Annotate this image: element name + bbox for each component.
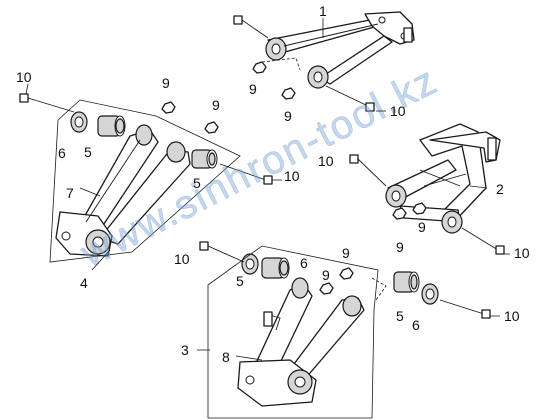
callout-10-top-right: 10	[390, 103, 406, 119]
callout-10-right-upper: 10	[318, 153, 334, 169]
callout-5-lower-left: 5	[236, 273, 244, 289]
callout-10-lower-left: 10	[174, 251, 190, 267]
callout-10-lower-right: 10	[504, 308, 520, 324]
callout-7: 7	[66, 185, 74, 201]
upper-arm-part-1	[265, 11, 415, 89]
callout-3: 3	[181, 342, 189, 358]
bolt-part-10-lower-left	[199, 241, 245, 263]
bolt-part-10-lower-right	[439, 299, 491, 319]
callout-2: 2	[496, 181, 504, 197]
callout-4: 4	[80, 275, 88, 291]
washer-part-6-left	[70, 111, 88, 133]
nut-part-9-right	[392, 202, 427, 220]
bushing-part-5-left-lower	[191, 149, 218, 169]
left-arm-part-7	[55, 124, 191, 257]
bolt-part-10-right-upper	[349, 154, 387, 187]
callout-9-lower-a: 9	[322, 267, 330, 283]
callout-10-left: 10	[16, 69, 32, 85]
callout-1: 1	[319, 3, 327, 19]
callout-labels: 1 2 3 4 5 5 5 5 6 6 6 7 8 9 9 9 9 9 9 9 …	[16, 3, 530, 365]
bolt-part-10-top	[233, 15, 269, 39]
callout-8: 8	[222, 349, 230, 365]
callout-9-top-b: 9	[284, 108, 292, 124]
callout-9-left-a: 9	[162, 75, 170, 91]
bolt-part-10-top-right	[325, 85, 375, 112]
callout-10-right-lower: 10	[514, 245, 530, 261]
lower-arm-part-8	[237, 277, 365, 407]
washer-part-5-lower-left	[241, 253, 259, 275]
nut-part-9-lower	[319, 267, 354, 295]
bolt-part-10-right-lower	[461, 227, 505, 255]
bolt-part-10-left	[19, 93, 75, 113]
nut-part-9-top	[252, 61, 296, 100]
callout-5-lower-right: 5	[396, 308, 404, 324]
washer-part-6-lower-right	[421, 283, 439, 305]
bushing-part-5-lower-right	[393, 271, 420, 293]
bushing-part-6-lower-left	[261, 257, 290, 279]
callout-5-left: 5	[84, 144, 92, 160]
callout-5-mid: 5	[193, 175, 201, 191]
right-arm-part-2	[385, 123, 501, 234]
bushing-part-5-left	[97, 115, 126, 137]
callout-9-left-b: 9	[212, 97, 220, 113]
nut-part-9-left	[161, 101, 219, 134]
callout-9-top-a: 9	[249, 81, 257, 97]
callout-6-left: 6	[58, 145, 66, 161]
callout-9-lower-b: 9	[342, 245, 350, 261]
callout-6-lower-right: 6	[412, 317, 420, 333]
callout-9-right-b: 9	[418, 219, 426, 235]
callout-6-lower-left: 6	[300, 255, 308, 271]
callout-9-right-a: 9	[396, 239, 404, 255]
callout-10-mid: 10	[284, 168, 300, 184]
